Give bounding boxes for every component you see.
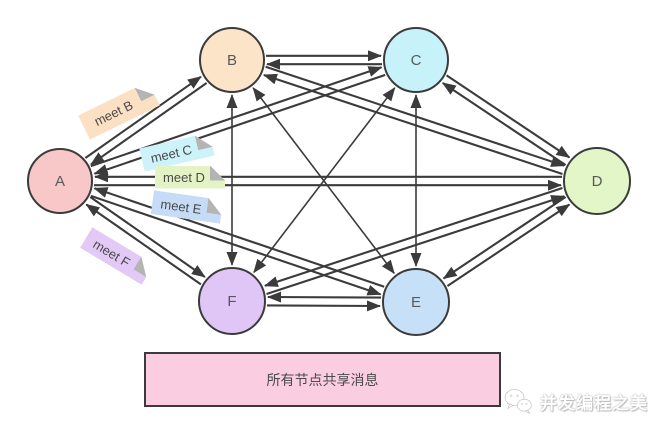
edge-D-C bbox=[441, 82, 567, 166]
edge-A-F bbox=[89, 196, 206, 278]
edge-C-D bbox=[446, 74, 571, 159]
edge-B-A bbox=[90, 82, 208, 166]
brand-name: 并发编程之美 bbox=[540, 393, 648, 413]
wechat-icon bbox=[504, 388, 532, 414]
edge-B-D bbox=[265, 65, 566, 167]
edge-E-D bbox=[446, 203, 571, 287]
edge-E-F bbox=[267, 291, 382, 303]
edge-F-E bbox=[266, 300, 381, 312]
banner-label: 所有节点共享消息 bbox=[266, 371, 379, 388]
edge-C-F-bidirectional bbox=[253, 87, 396, 274]
shared-message-banner: 所有节点共享消息 bbox=[144, 352, 501, 407]
edge-A-C bbox=[90, 66, 383, 168]
edge-D-E bbox=[442, 196, 567, 280]
brand-watermark: 并发编程之美 bbox=[504, 385, 648, 417]
edge-C-A bbox=[93, 73, 386, 175]
edge-A-B bbox=[84, 75, 202, 159]
edge-A-E bbox=[90, 194, 382, 296]
edge-F-A bbox=[85, 203, 202, 286]
edge-D-F bbox=[263, 186, 563, 287]
edge-D-B bbox=[262, 73, 563, 175]
